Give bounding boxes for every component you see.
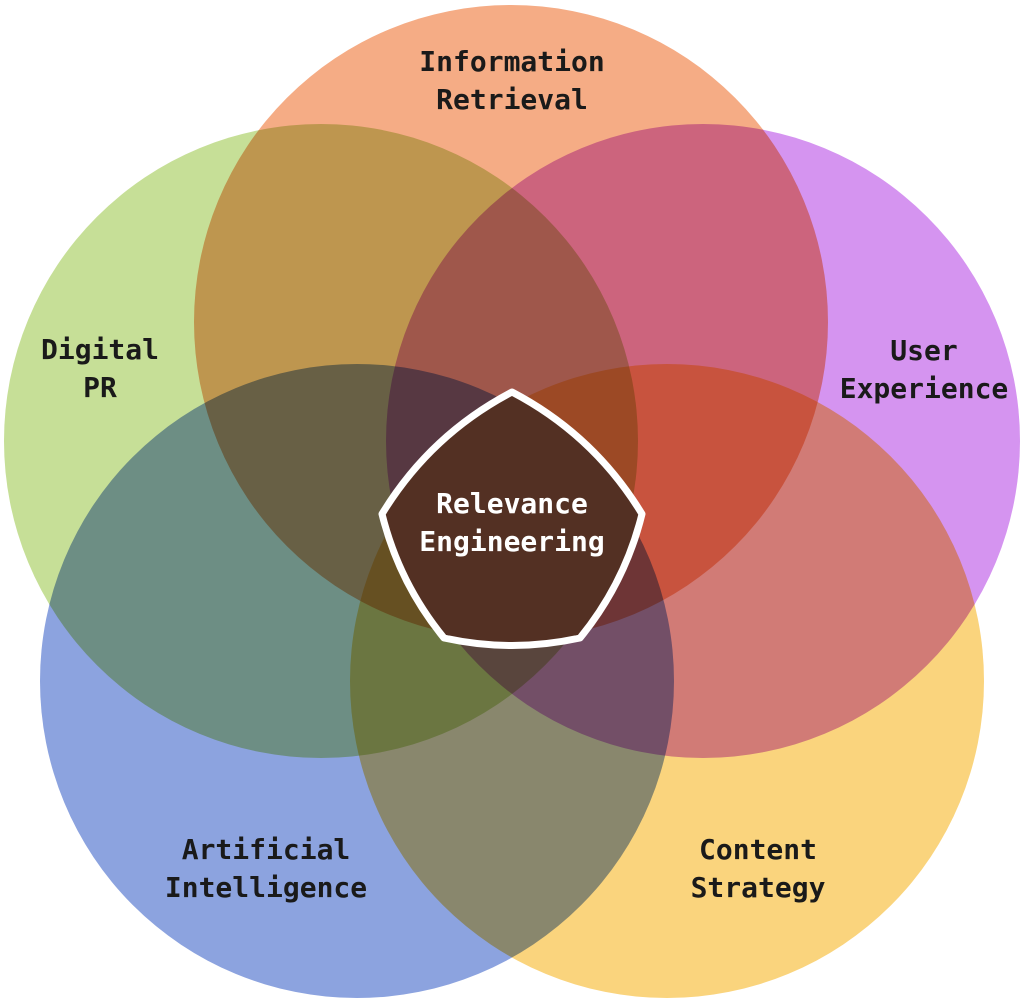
label-user-experience-line2: Experience [839,372,1009,405]
label-content-strategy: Content Strategy [691,831,826,907]
label-digital-pr-line2: PR [83,371,117,404]
label-artificial-intelligence: Artificial Intelligence [165,831,367,907]
label-relevance-engineering: Relevance Engineering [419,485,604,561]
label-user-experience: User Experience [840,332,1009,408]
label-information-retrieval-line2: Retrieval [436,83,588,116]
label-information-retrieval-line1: Information [419,45,605,78]
label-information-retrieval: Information Retrieval [419,43,604,119]
label-content-strategy-line1: Content [698,833,818,866]
label-digital-pr: Digital PR [41,331,159,407]
label-relevance-engineering-line2: Engineering [419,525,605,558]
label-artificial-intelligence-line2: Intelligence [164,871,368,904]
center-pentagon-badge [378,388,646,649]
label-artificial-intelligence-line1: Artificial [181,833,351,866]
label-user-experience-line1: User [890,334,958,367]
label-content-strategy-line2: Strategy [690,871,826,904]
label-digital-pr-line1: Digital [40,333,160,366]
label-relevance-engineering-line1: Relevance [436,487,588,520]
